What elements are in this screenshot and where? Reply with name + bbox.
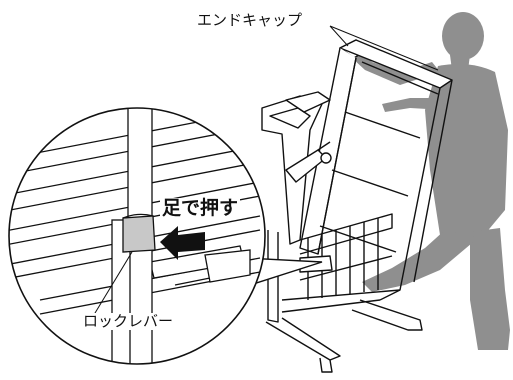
push-with-foot-label: 足で押す bbox=[160, 197, 241, 219]
lock-lever-leader-line bbox=[91, 251, 133, 319]
end-cap-label: エンドキャップ bbox=[197, 11, 303, 29]
lock-lever-label: ロックレバー bbox=[80, 313, 177, 330]
folding-treadmill bbox=[261, 39, 453, 373]
end-cap-leader-line bbox=[329, 25, 439, 71]
detail-zoom-circle-border bbox=[8, 107, 266, 365]
lock-lever-collar bbox=[122, 215, 156, 253]
push-arrow-icon bbox=[160, 226, 205, 260]
